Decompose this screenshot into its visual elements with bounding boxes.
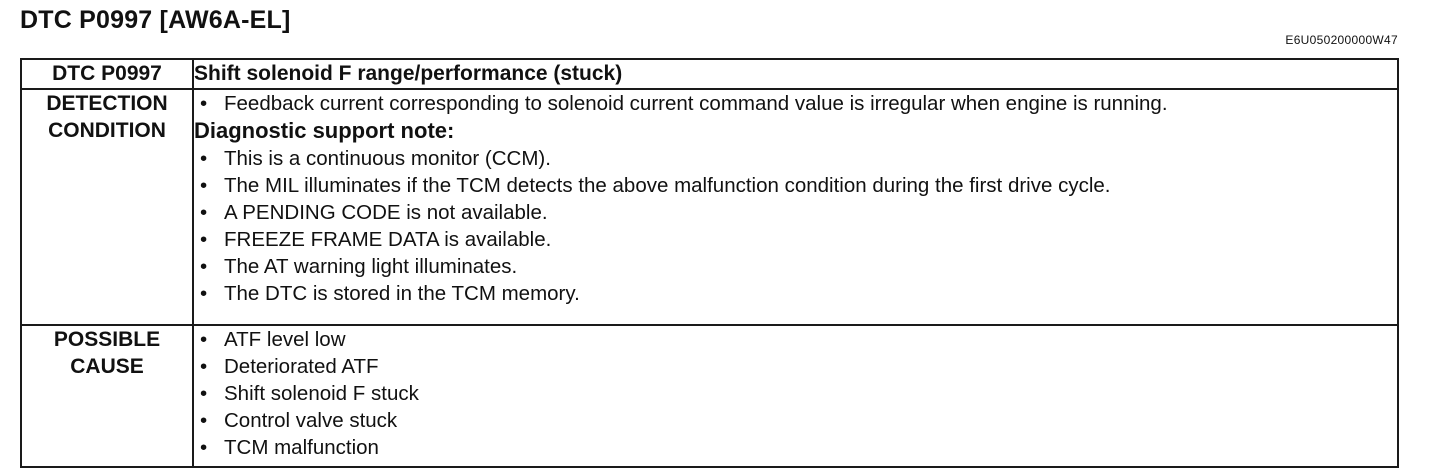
bullet-icon: • [200, 328, 208, 351]
support-note-heading: Diagnostic support note: [194, 118, 455, 143]
detection-condition-row: DETECTION CONDITION • Feedback current co… [20, 88, 1399, 326]
dtc-info-table: DTC P0997 Shift solenoid F range/perform… [20, 58, 1399, 468]
list-item: • Feedback current corresponding to solen… [194, 90, 1397, 117]
list-item: • Control valve stuck [194, 407, 1397, 434]
possible-cause-list: • ATF level low • Deteriorated ATF • Shift so… [194, 326, 1397, 461]
bullet-icon: • [200, 282, 208, 305]
list-item-text: The DTC is stored in the TCM memory. [224, 282, 580, 305]
list-item: • This is a continuous monitor (CCM). [194, 145, 1397, 172]
list-item-text: The AT warning light illuminates. [224, 255, 518, 278]
list-item-text: This is a continuous monitor (CCM). [224, 147, 551, 170]
list-item: • Shift solenoid F stuck [194, 380, 1397, 407]
list-item-text: TCM malfunction [224, 436, 379, 459]
list-item-text: Shift solenoid F stuck [224, 382, 419, 405]
list-item-text: Feedback current corresponding to soleno… [224, 92, 1168, 115]
list-item: • Deteriorated ATF [194, 353, 1397, 380]
list-item: • The DTC is stored in the TCM memory. [194, 280, 1397, 307]
page-title: DTC P0997 [AW6A-EL] [20, 6, 291, 34]
detection-label-line1: DETECTION [46, 92, 168, 115]
dtc-code-cell: DTC P0997 [20, 58, 194, 90]
primary-condition-list: • Feedback current corresponding to solen… [194, 90, 1397, 117]
bullet-icon: • [200, 436, 208, 459]
list-item-text: ATF level low [224, 328, 346, 351]
list-item-text: Control valve stuck [224, 409, 398, 432]
bullet-icon: • [200, 382, 208, 405]
possible-cause-row: POSSIBLE CAUSE • ATF level low • Deteriorat… [20, 324, 1399, 468]
bullet-icon: • [200, 228, 208, 251]
list-item: • ATF level low [194, 326, 1397, 353]
list-item: • TCM malfunction [194, 434, 1397, 461]
bullet-icon: • [200, 147, 208, 170]
cause-label-line1: POSSIBLE [53, 328, 161, 351]
list-item-text: A PENDING CODE is not available. [224, 201, 548, 224]
bullet-icon: • [200, 355, 208, 378]
detection-label-line2: CONDITION [48, 119, 166, 142]
dtc-header-row: DTC P0997 Shift solenoid F range/perform… [20, 58, 1399, 90]
list-item: • A PENDING CODE is not available. [194, 199, 1397, 226]
list-item: • FREEZE FRAME DATA is available. [194, 226, 1397, 253]
possible-cause-label: POSSIBLE CAUSE [20, 324, 194, 468]
list-item-text: FREEZE FRAME DATA is available. [224, 228, 552, 251]
list-item-text: The MIL illuminates if the TCM detects t… [224, 174, 1111, 197]
dtc-description-cell: Shift solenoid F range/performance (stuc… [192, 58, 1399, 90]
bullet-icon: • [200, 92, 208, 115]
possible-cause-content: • ATF level low • Deteriorated ATF • Shift so… [192, 324, 1399, 468]
bullet-icon: • [200, 174, 208, 197]
detection-condition-label: DETECTION CONDITION [20, 88, 194, 326]
bullet-icon: • [200, 255, 208, 278]
list-item: • The MIL illuminates if the TCM detects … [194, 172, 1397, 199]
bullet-icon: • [200, 409, 208, 432]
bullet-icon: • [200, 201, 208, 224]
list-item: • The AT warning light illuminates. [194, 253, 1397, 280]
support-note-list: • This is a continuous monitor (CCM). • The… [194, 145, 1397, 307]
document-code: E6U050200000W47 [1285, 33, 1398, 47]
cause-label-line2: CAUSE [70, 355, 144, 378]
list-item-text: Deteriorated ATF [224, 355, 379, 378]
detection-condition-content: • Feedback current corresponding to solen… [192, 88, 1399, 326]
